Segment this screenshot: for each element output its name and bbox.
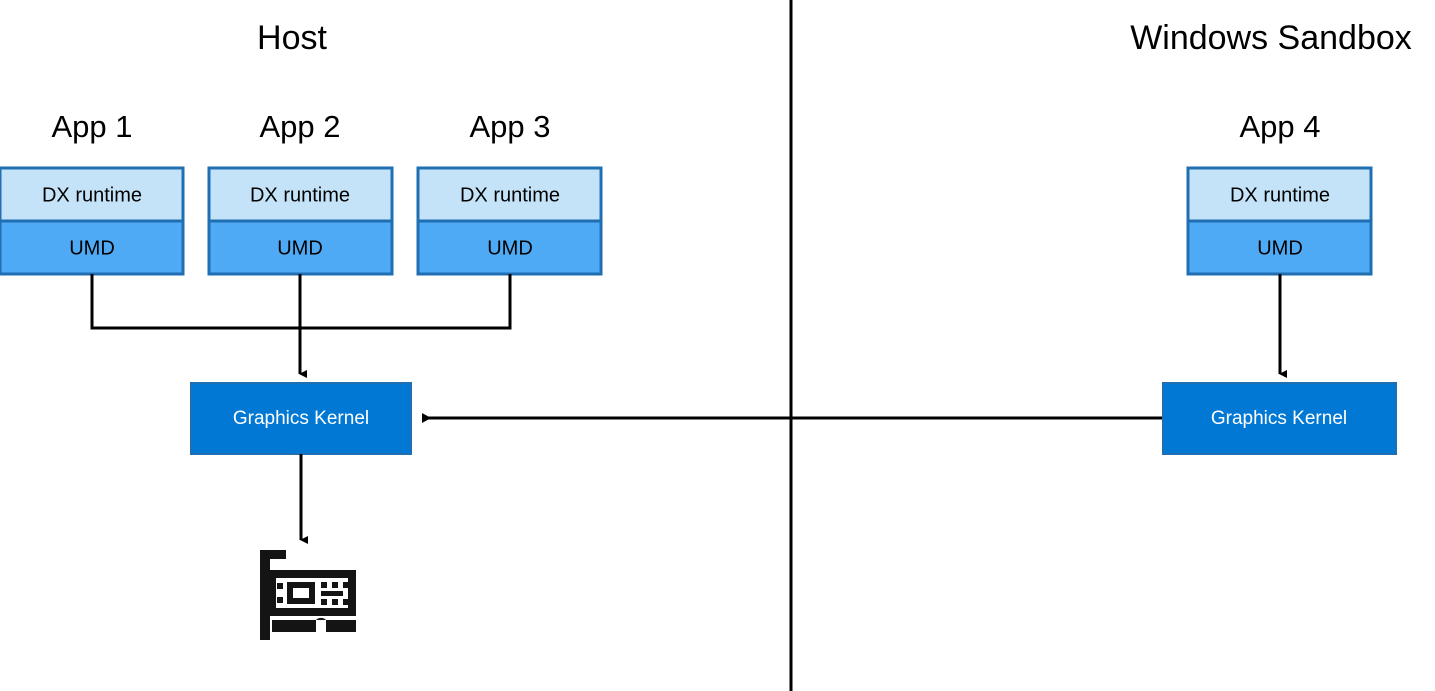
app-title-app3: App 3 <box>469 109 550 144</box>
dx-runtime-box-app1[interactable] <box>0 166 185 223</box>
umd-label-app3: UMD <box>487 237 533 259</box>
dx-runtime-label-app1: DX runtime <box>42 184 142 206</box>
umd-label-app4: UMD <box>1257 237 1303 259</box>
graphics-kernel-sandbox-box[interactable] <box>1162 382 1397 455</box>
app-title-app1: App 1 <box>51 109 132 144</box>
zone-title-sandbox: Windows Sandbox <box>1130 19 1412 57</box>
app-title-app2: App 2 <box>259 109 340 144</box>
umd-label-app1: UMD <box>69 237 115 259</box>
app-stack-app4[interactable]: DX runtime UMD <box>1186 166 1373 276</box>
graphics-kernel-host-box[interactable] <box>190 382 412 455</box>
graphics-kernel-sandbox[interactable]: Graphics Kernel <box>1162 382 1397 455</box>
dx-runtime-box-app2[interactable] <box>207 166 394 223</box>
graphics-kernel-sandbox-label: Graphics Kernel <box>1211 408 1347 429</box>
app-stack-app3[interactable]: DX runtime UMD <box>416 166 603 276</box>
app-stack-app2[interactable]: DX runtime UMD <box>207 166 394 276</box>
umd-box-app1[interactable] <box>0 219 185 276</box>
app-title-app4: App 4 <box>1239 109 1320 144</box>
zone-title-host: Host <box>257 19 327 57</box>
app-stack-app1[interactable]: DX runtime UMD <box>0 166 185 276</box>
dx-runtime-label-app4: DX runtime <box>1230 184 1330 206</box>
dx-runtime-label-app2: DX runtime <box>250 184 350 206</box>
graphics-kernel-host[interactable]: Graphics Kernel <box>190 382 412 455</box>
umd-label-app2: UMD <box>277 237 323 259</box>
graphics-kernel-host-label: Graphics Kernel <box>233 408 369 429</box>
dx-runtime-label-app3: DX runtime <box>460 184 560 206</box>
graphics-card-icon <box>260 550 356 640</box>
